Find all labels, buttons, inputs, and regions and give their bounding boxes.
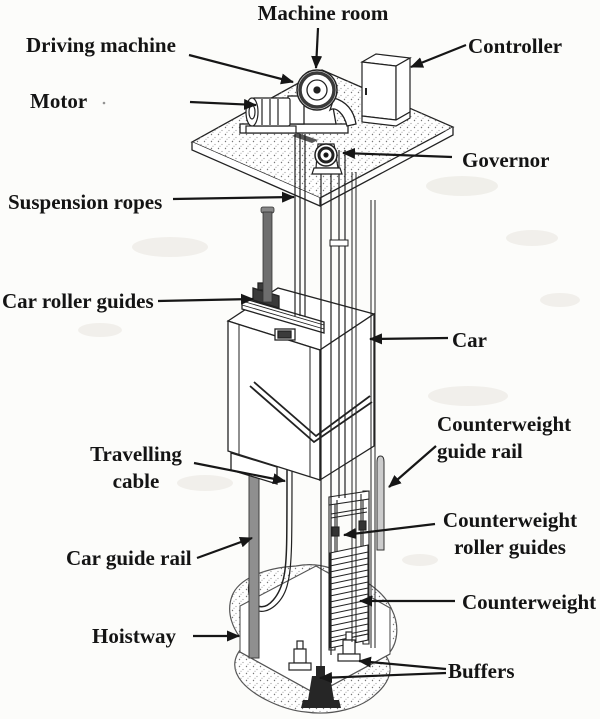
label-car: Car [452, 328, 487, 352]
label-travelling-cable: Travelling cable [90, 442, 182, 493]
arrow-counterweight-roller-guides [343, 522, 436, 540]
arrow-counterweight-guide-rail [388, 445, 437, 488]
label-controller: Controller [468, 34, 563, 58]
elevator-car [226, 282, 376, 485]
label-driving-machine: Driving machine [26, 33, 176, 57]
ropes-and-rails [260, 134, 385, 668]
scan-smudges [78, 101, 580, 566]
arrow-travelling-cable [193, 461, 286, 485]
leader-arrows [157, 27, 467, 684]
label-machine-room: Machine room [257, 1, 389, 25]
arrow-car-guide-rail [196, 536, 253, 560]
counterweight-guide-rail-post [376, 455, 385, 551]
label-counterweight: Counterweight [462, 590, 597, 614]
arrow-machine-room [311, 27, 323, 69]
arrow-suspension-ropes [172, 191, 295, 203]
arrow-controller [410, 43, 467, 69]
arrow-buffers-1 [358, 656, 447, 671]
label-motor: Motor [30, 89, 88, 113]
label-buffers: Buffers [448, 659, 515, 683]
arrow-car-roller-guides [157, 293, 254, 305]
arrow-motor [189, 98, 257, 110]
label-governor: Governor [462, 148, 550, 172]
suspension-ropes-lines [294, 134, 306, 316]
counterweight-assembly [328, 490, 370, 651]
label-car-roller-guides: Car roller guides [2, 289, 154, 313]
counterweight-rail-lines [351, 172, 376, 648]
motor-unit [245, 97, 297, 134]
label-counterweight-roller-guides: Counterweight roller guides [442, 508, 578, 559]
governor-rope-lines [320, 166, 332, 668]
label-car-guide-rail: Car guide rail [66, 546, 192, 570]
arrow-car [369, 333, 449, 345]
arrow-governor [342, 147, 453, 159]
counterweight-ropes-lines [338, 150, 346, 498]
label-hoistway: Hoistway [92, 624, 176, 648]
car-guide-rail-bar [248, 469, 260, 659]
label-counterweight-guide-rail: Counterweight guide rail [437, 412, 572, 463]
arrow-driving-machine [188, 53, 294, 85]
label-suspension-ropes: Suspension ropes [8, 190, 163, 214]
car-guide-rail-upper [262, 211, 273, 303]
arrow-buffers-2 [319, 671, 447, 684]
controller-cabinet [360, 53, 412, 127]
governor-unit [311, 143, 343, 175]
